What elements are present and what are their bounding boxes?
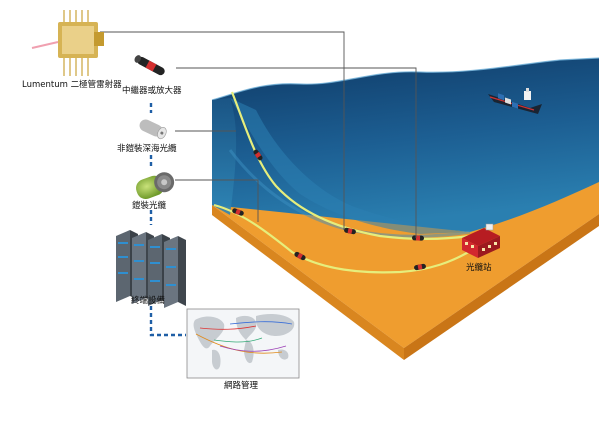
server-rack-icon [116,230,186,308]
network-management-label: 網路管理 [224,381,259,391]
laser-label: Lumentum 二極管雷射器 [22,80,122,90]
terminal-equipment-label: 終端設備 [131,296,166,306]
repeater-label: 中繼器或放大器 [122,86,182,96]
cable-route-shelf [213,203,473,274]
cable-station-icon [462,223,500,258]
connector-lines [100,31,417,238]
armored-cable-icon [136,172,175,199]
unarmored-cable-icon [139,119,167,140]
armored-cable-label: 鎧裝光纜 [132,201,167,211]
world-map-icon [186,308,300,379]
cable-station-label: 光纜站 [466,263,492,273]
ship-icon [488,88,542,114]
dashed-links [149,103,186,337]
laser-diode-icon [31,10,104,76]
repeaters-on-cable [232,149,426,271]
repeater-icon [134,55,165,76]
unarmored-cable-label: 非鎧裝深海光纜 [117,144,177,154]
